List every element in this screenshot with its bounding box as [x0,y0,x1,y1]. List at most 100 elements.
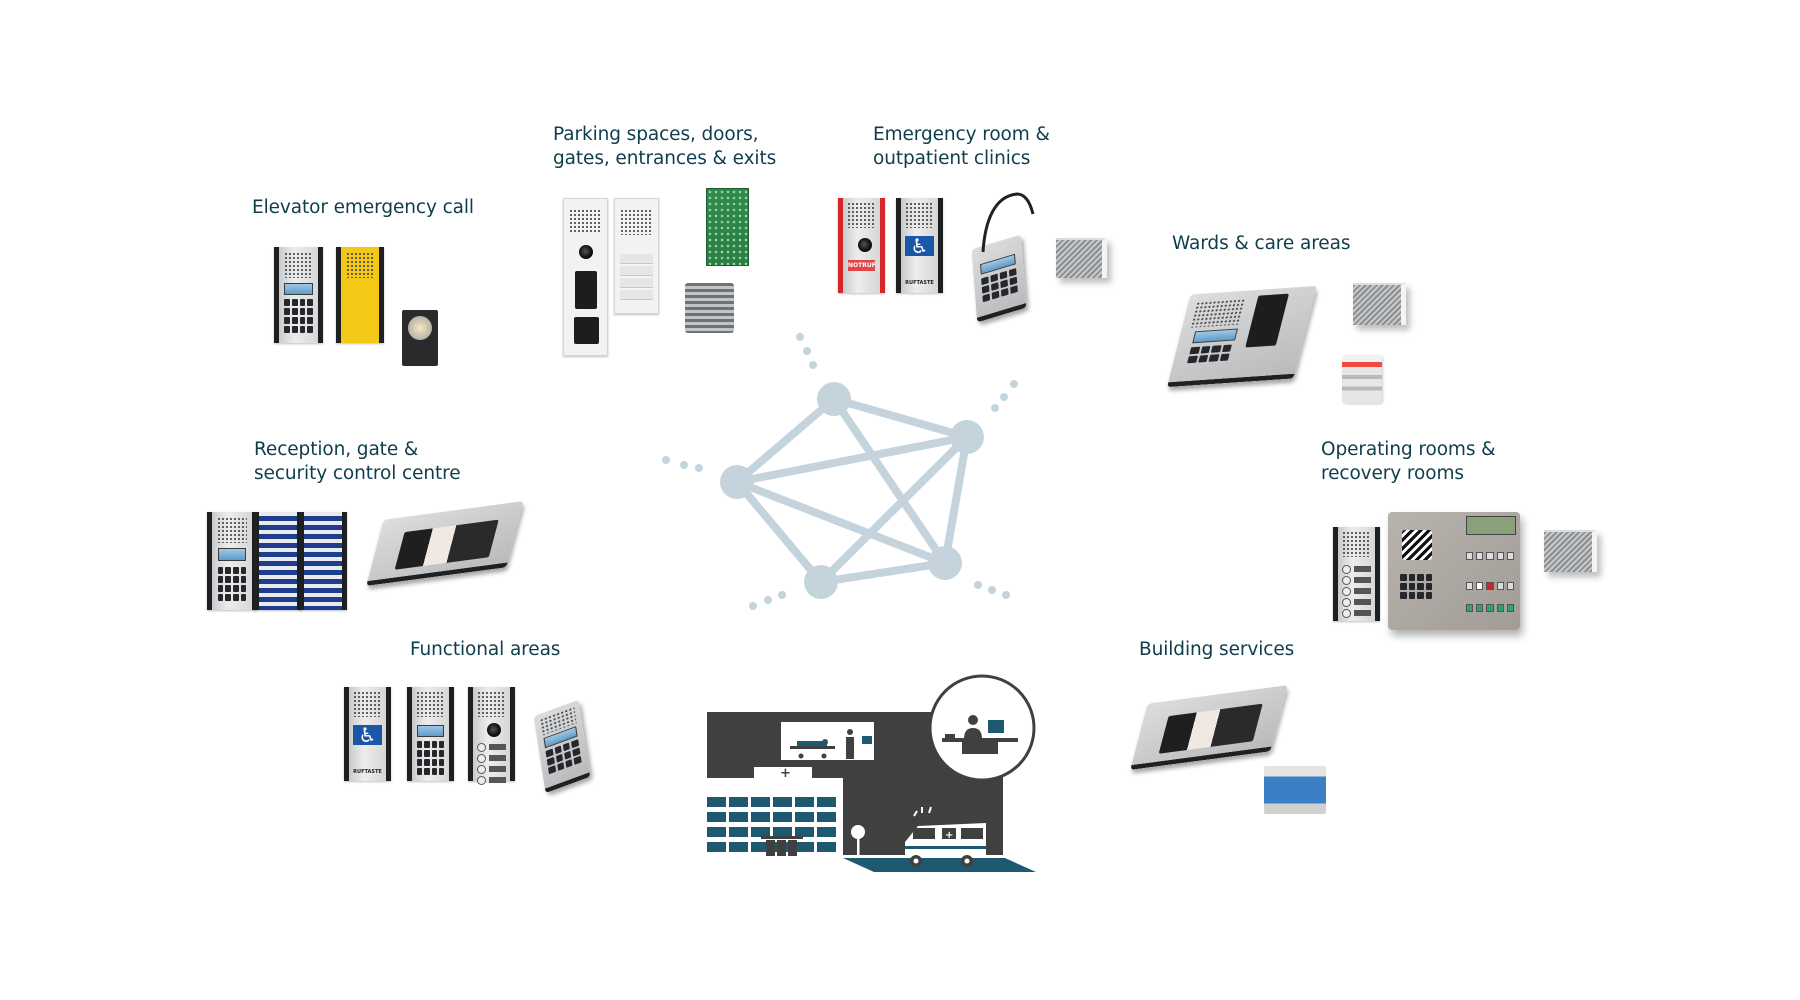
hospital-window [729,842,748,852]
network-link-left-bottom-right [735,478,947,567]
hospital-entrance [761,836,803,856]
hospital-cross-icon: + [780,766,791,781]
label-line: Elevator emergency call [252,197,474,218]
network-node-top [817,382,851,416]
hospital-window [795,827,814,837]
network-continuation-dot [778,591,786,599]
video-door-station [563,198,608,356]
hospital-window [795,812,814,822]
hospital-window [817,842,836,852]
network-link-left-bottom-left [733,479,825,585]
ruftaste-label: RUFTASTE [353,769,382,775]
accessible-call-panel: ♿ RUFTASTE [896,198,943,293]
functional-camera-panel [468,687,515,781]
ward-wall-speaker [1353,283,1406,325]
label-line: gates, entrances & exits [553,148,777,169]
label-line: Building services [1139,639,1295,660]
network-node-bottom-left [804,565,838,599]
label-line: Emergency room & [873,124,1050,145]
label-functional-areas: Functional areas [410,638,560,662]
label-line: security control centre [254,463,461,484]
network-continuation-dot [695,464,703,472]
doctor-icon [846,729,854,759]
label-building-services: Building services [1139,638,1294,662]
door-station-with-buttons [614,198,659,314]
button-extension-panel-2 [299,512,347,610]
stretcher-icon [790,739,835,759]
network-continuation-dot [991,404,999,412]
network-link-bottom-left-bottom-right [820,559,946,586]
network-node-right [950,420,984,454]
hospital-illustration: + + [707,674,1036,872]
room-signal-light [1342,355,1382,403]
network-continuation-dot [1010,380,1018,388]
svg-text:+: + [945,830,953,841]
network-continuation-dot [988,586,996,594]
hospital-window [817,797,836,807]
monitor-icon [862,736,872,744]
circuit-board-module [706,188,749,266]
network-link-top-left [734,395,837,486]
label-line: outpatient clinics [873,148,1031,169]
functional-accessible-panel: ♿ RUFTASTE [344,687,391,781]
label-parking-doors-gates: Parking spaces, doors, gates, entrances … [553,123,776,171]
network-continuation-dot [680,461,688,469]
hospital-window [729,797,748,807]
or-wall-speaker [1544,530,1597,572]
network-link-right-bottom-right [941,436,971,564]
network-link-top-right [832,395,969,441]
hospital-window [729,827,748,837]
label-emergency-room: Emergency room & outpatient clinics [873,123,1050,171]
network-continuation-dot [1002,591,1010,599]
hospital-window [795,797,814,807]
hospital-window [773,797,792,807]
or-control-panel [1388,512,1520,630]
hospital-window [707,842,726,852]
hospital-window [751,812,770,822]
hospital-window [773,812,792,822]
wheelchair-icon: ♿ [904,236,935,256]
outdoor-speaker-louvre [685,283,734,333]
hospital-window [795,842,814,852]
network-link-left-right [736,433,968,486]
road-ground [843,858,1036,872]
label-reception-security: Reception, gate & security control centr… [254,438,461,486]
keypad-intercom-panel [274,247,323,343]
wheelchair-icon: ♿ [352,725,383,745]
label-line: Wards & care areas [1172,233,1351,254]
emergency-call-panel: NOTRUF [838,198,885,293]
gooseneck-microphone [981,192,1035,253]
network-continuation-dot [803,347,811,355]
ambulance-icon: + [905,806,986,867]
network-continuation-dot [749,602,757,610]
label-line: recovery rooms [1321,463,1464,484]
din-rail-module [1264,766,1326,814]
label-line: Operating rooms & [1321,439,1496,460]
hospital-window [817,812,836,822]
network-continuation-dot [974,581,982,589]
network-node-left [720,465,754,499]
hospital-window [817,827,836,837]
label-line: Parking spaces, doors, [553,124,759,145]
hospital-window [707,797,726,807]
network-continuation-dot [662,456,670,464]
wall-speaker [1056,238,1107,278]
hospital-window [773,827,792,837]
label-line: Reception, gate & [254,439,419,460]
network-continuation-dot [809,361,817,369]
elevator-call-button-module [402,310,438,366]
network-node-bottom-right [928,546,962,580]
label-elevator-emergency-call: Elevator emergency call [252,196,474,220]
yellow-elevator-panel [336,247,384,343]
label-operating-recovery-rooms: Operating rooms & recovery rooms [1321,438,1496,486]
hospital-window [751,797,770,807]
network-continuation-dot [1000,393,1008,401]
hospital-window [751,842,770,852]
network-continuation-dot [764,596,772,604]
network-link-right-bottom-left [818,434,970,585]
label-wards-care-areas: Wards & care areas [1172,232,1350,256]
network-continuation-dot [796,333,804,341]
reception-desk-callout [928,674,1036,782]
hospital-window [751,827,770,837]
